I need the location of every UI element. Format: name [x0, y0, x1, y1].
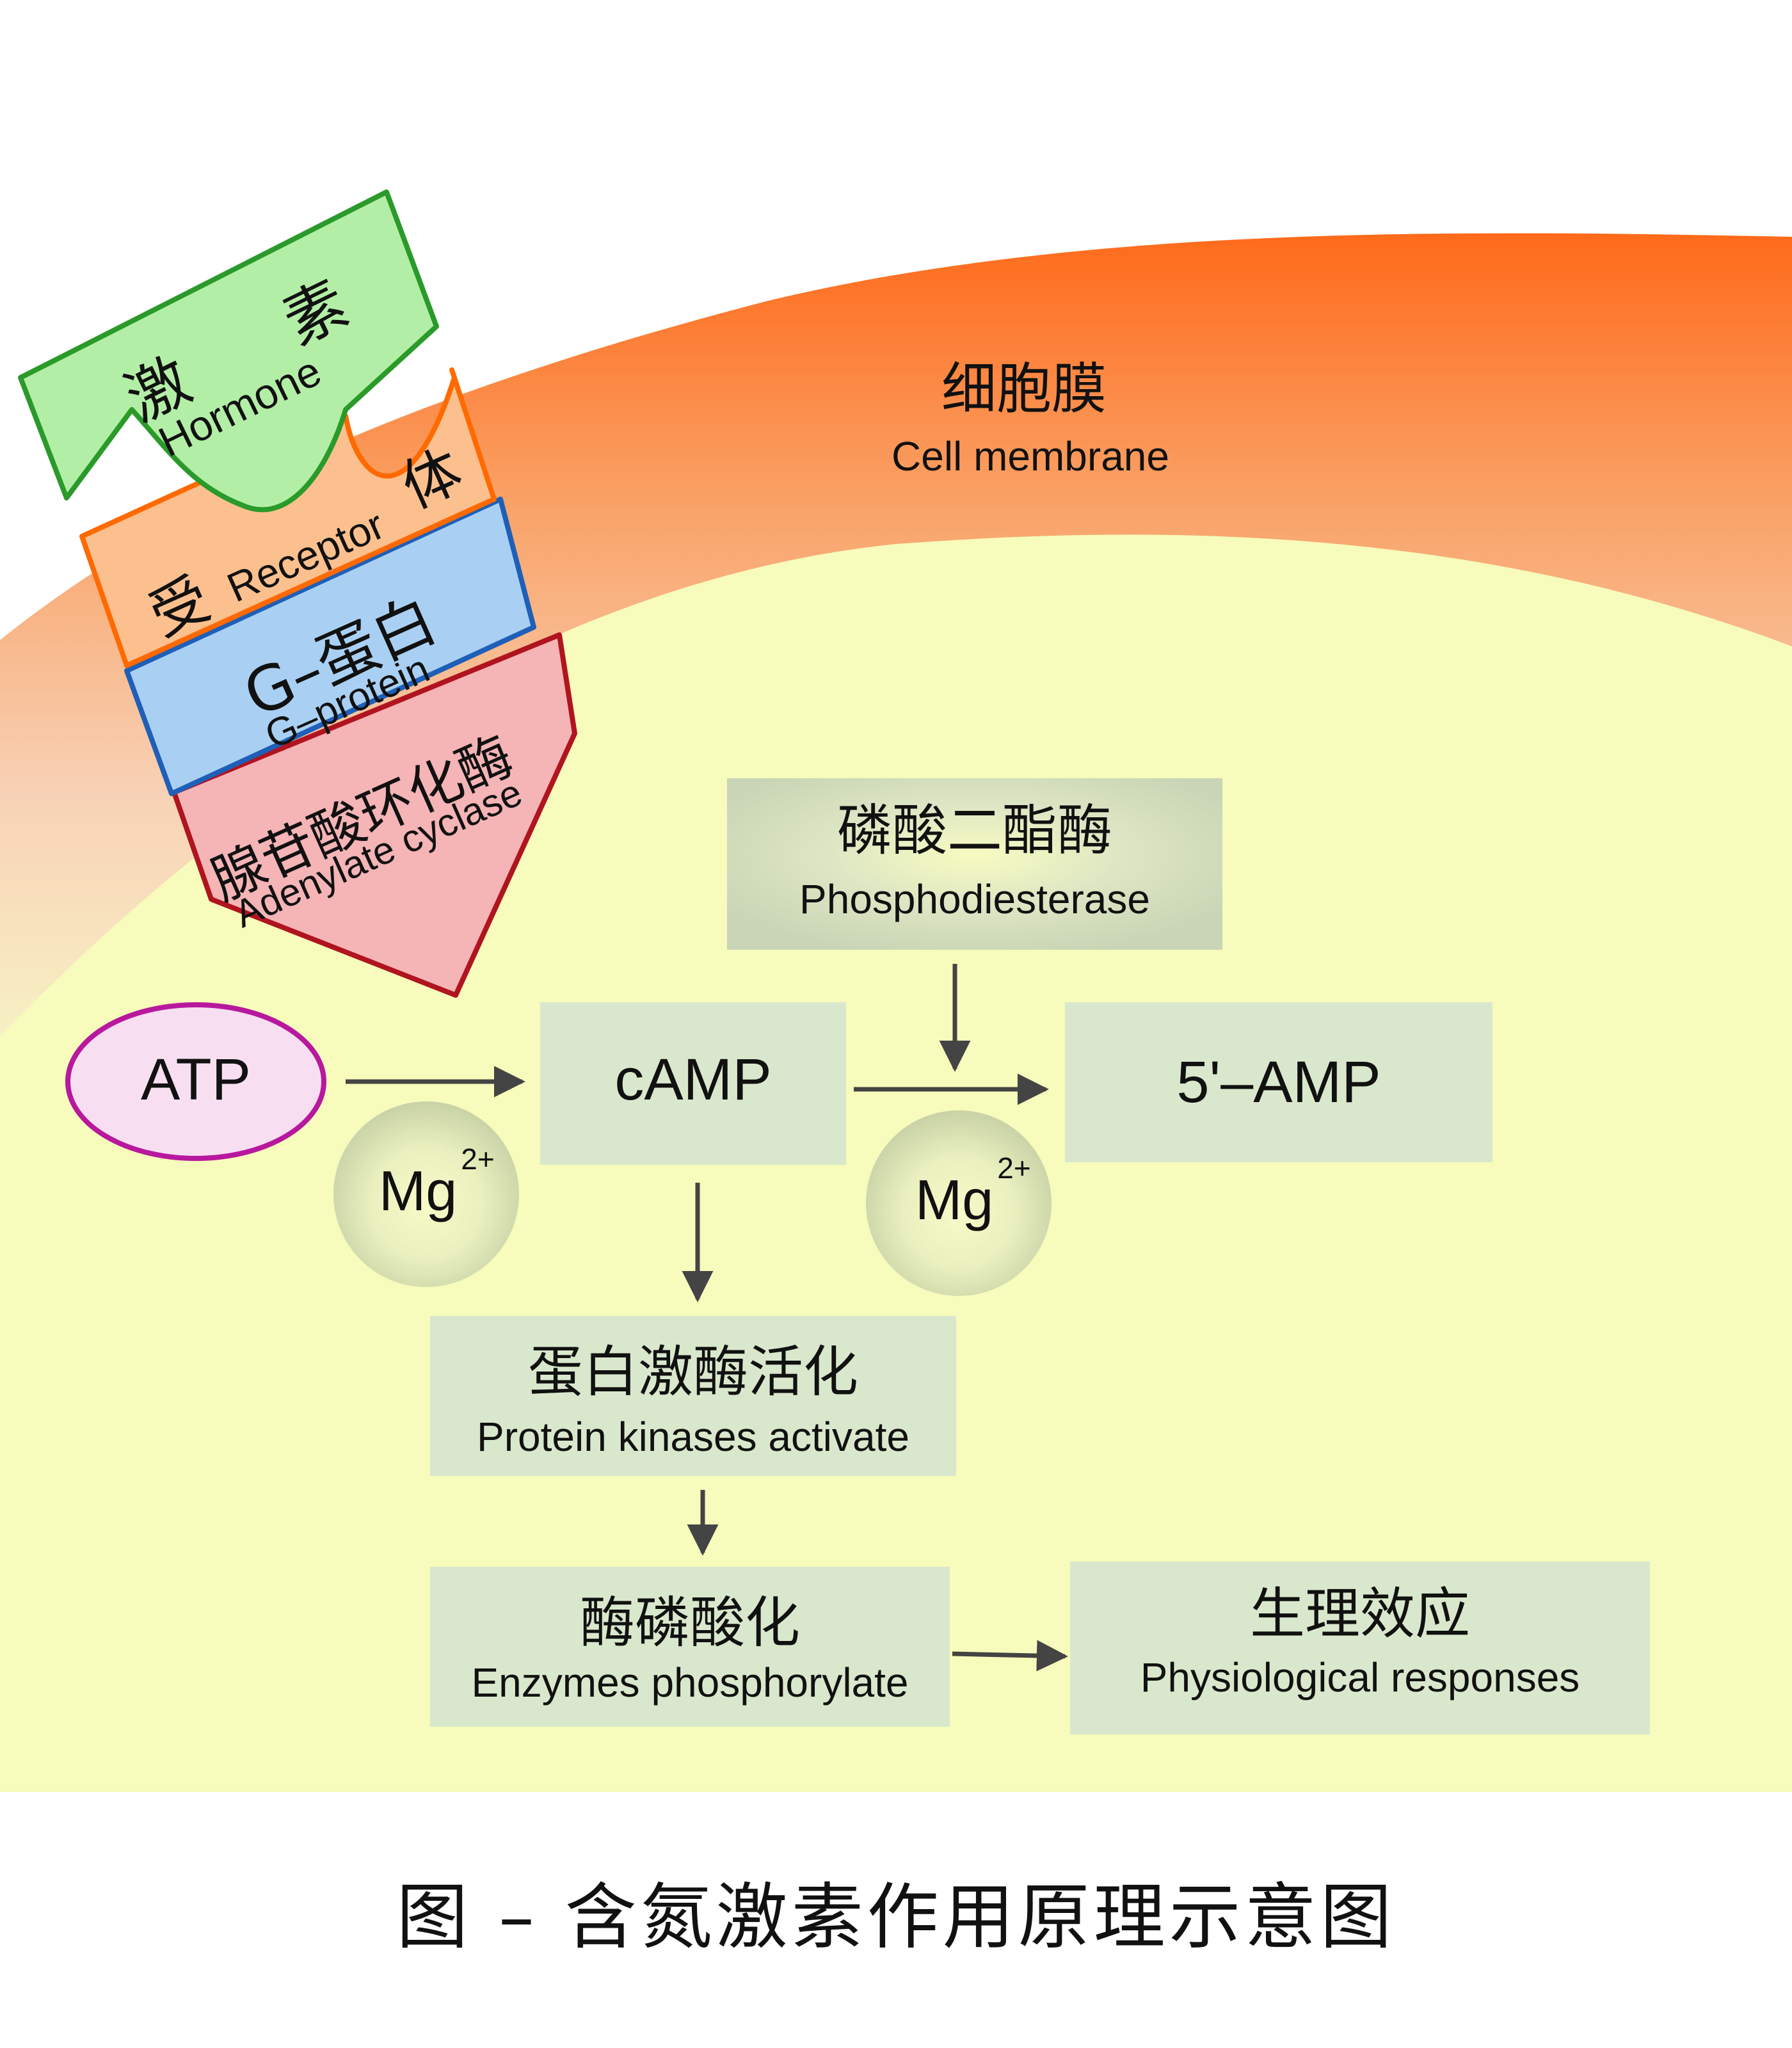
- atp-label: ATP: [140, 1047, 252, 1112]
- camp-label: cAMP: [614, 1047, 772, 1112]
- protein-kinase-label-en: Protein kinases activate: [477, 1414, 909, 1460]
- mg-label-right: Mg2+: [915, 1151, 1031, 1233]
- figure-caption: 图 – 含氮激素作用原理示意图: [396, 1876, 1396, 1959]
- mg-right-charge: 2+: [997, 1151, 1031, 1185]
- membrane-label-zh: 细胞膜: [941, 357, 1107, 421]
- phosphodiesterase-label-zh: 磷酸二酯酶: [837, 799, 1112, 863]
- physio-label-en: Physiological responses: [1140, 1654, 1580, 1700]
- camp-box: [540, 1002, 846, 1165]
- mg-label-left: Mg2+: [379, 1142, 495, 1224]
- phosphodiesterase-box: [727, 778, 1222, 950]
- extracellular-space: [0, 0, 1792, 640]
- protein-kinase-box: [430, 1316, 956, 1476]
- arrow-enzyme-to-physio: [952, 1640, 1068, 1672]
- hormone-shape: [18, 189, 439, 513]
- enzyme-phos-box: [430, 1567, 950, 1727]
- phosphodiesterase-label-en: Phosphodiesterase: [799, 876, 1150, 922]
- mg-left-base: Mg: [379, 1159, 458, 1222]
- enzyme-phos-label-zh: 酶磷酸化: [580, 1591, 800, 1655]
- mg-left-charge: 2+: [461, 1142, 495, 1176]
- protein-kinase-label-zh: 蛋白激酶活化: [528, 1340, 858, 1404]
- amp5-box: [1065, 1002, 1492, 1162]
- membrane-label-en: Cell membrane: [892, 433, 1169, 479]
- mg-circle-left: [333, 1101, 519, 1287]
- physio-label-zh: 生理效应: [1250, 1582, 1470, 1646]
- g-protein-shape: [124, 497, 536, 796]
- mg-right-base: Mg: [915, 1168, 994, 1231]
- physio-box: [1070, 1562, 1650, 1734]
- amp5-label: 5'–AMP: [1176, 1050, 1381, 1115]
- atp-ellipse: [65, 1002, 326, 1161]
- adenylate-cyclase-shape: [172, 632, 577, 998]
- receptor-shape: [79, 367, 497, 668]
- mg-circle-right: [866, 1110, 1052, 1296]
- enzyme-phos-label-en: Enzymes phosphorylate: [471, 1660, 909, 1706]
